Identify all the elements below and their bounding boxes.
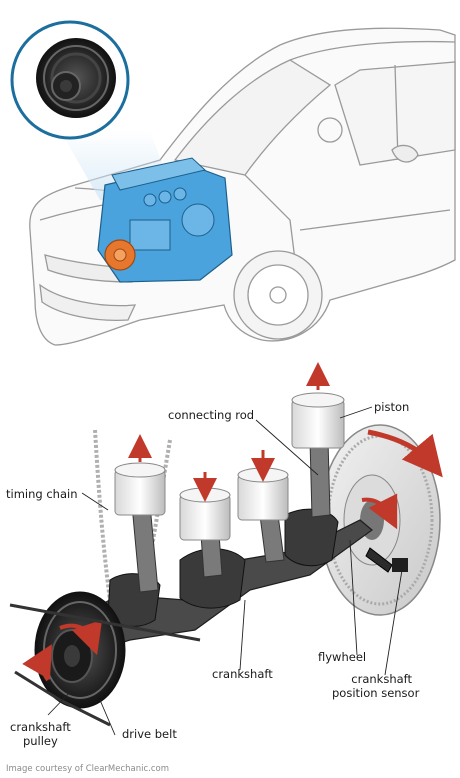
label-flywheel: flywheel: [318, 650, 367, 664]
label-crankshaft-pulley: crankshaft pulley: [10, 720, 71, 748]
label-crankshaft: crankshaft: [212, 667, 273, 681]
piston-graphic: [114, 392, 345, 541]
pulley-rotation-arrow: [59, 619, 103, 656]
engine-icon: [97, 157, 233, 283]
drive-belt-graphic: [9, 603, 201, 727]
label-timing-chain: timing chain: [6, 487, 78, 501]
belt-rotation-arrow: [22, 644, 52, 682]
flywheel-rotation-arrow: [367, 429, 443, 478]
crankshaft-graphic: [59, 508, 373, 661]
label-crankshaft-position-sensor-line1: crankshaft: [351, 672, 413, 686]
label-drive-belt: drive belt: [122, 727, 177, 741]
timing-chain-graphic: [93, 429, 172, 611]
leader-lines: [47, 406, 403, 736]
piston-motion-arrows: [128, 362, 330, 502]
crankshaft-pulley-graphic: [34, 591, 126, 709]
label-piston: piston: [374, 400, 410, 414]
label-crankshaft-position-sensor: crankshaft position sensor: [332, 672, 419, 700]
crankshaft-pulley-icon: [10, 20, 130, 140]
crank-sensor-graphic: [365, 547, 408, 573]
image-credit: Image courtesy of ClearMechanic.com: [6, 764, 170, 774]
label-connecting-rod: connecting rod: [168, 408, 255, 422]
label-crankshaft-pulley-line2: pulley: [22, 734, 58, 748]
crank-rotation-arrow: [361, 493, 398, 530]
label-crankshaft-pulley-line1: crankshaft: [10, 720, 71, 734]
label-crankshaft-position-sensor-line2: position sensor: [332, 686, 420, 700]
